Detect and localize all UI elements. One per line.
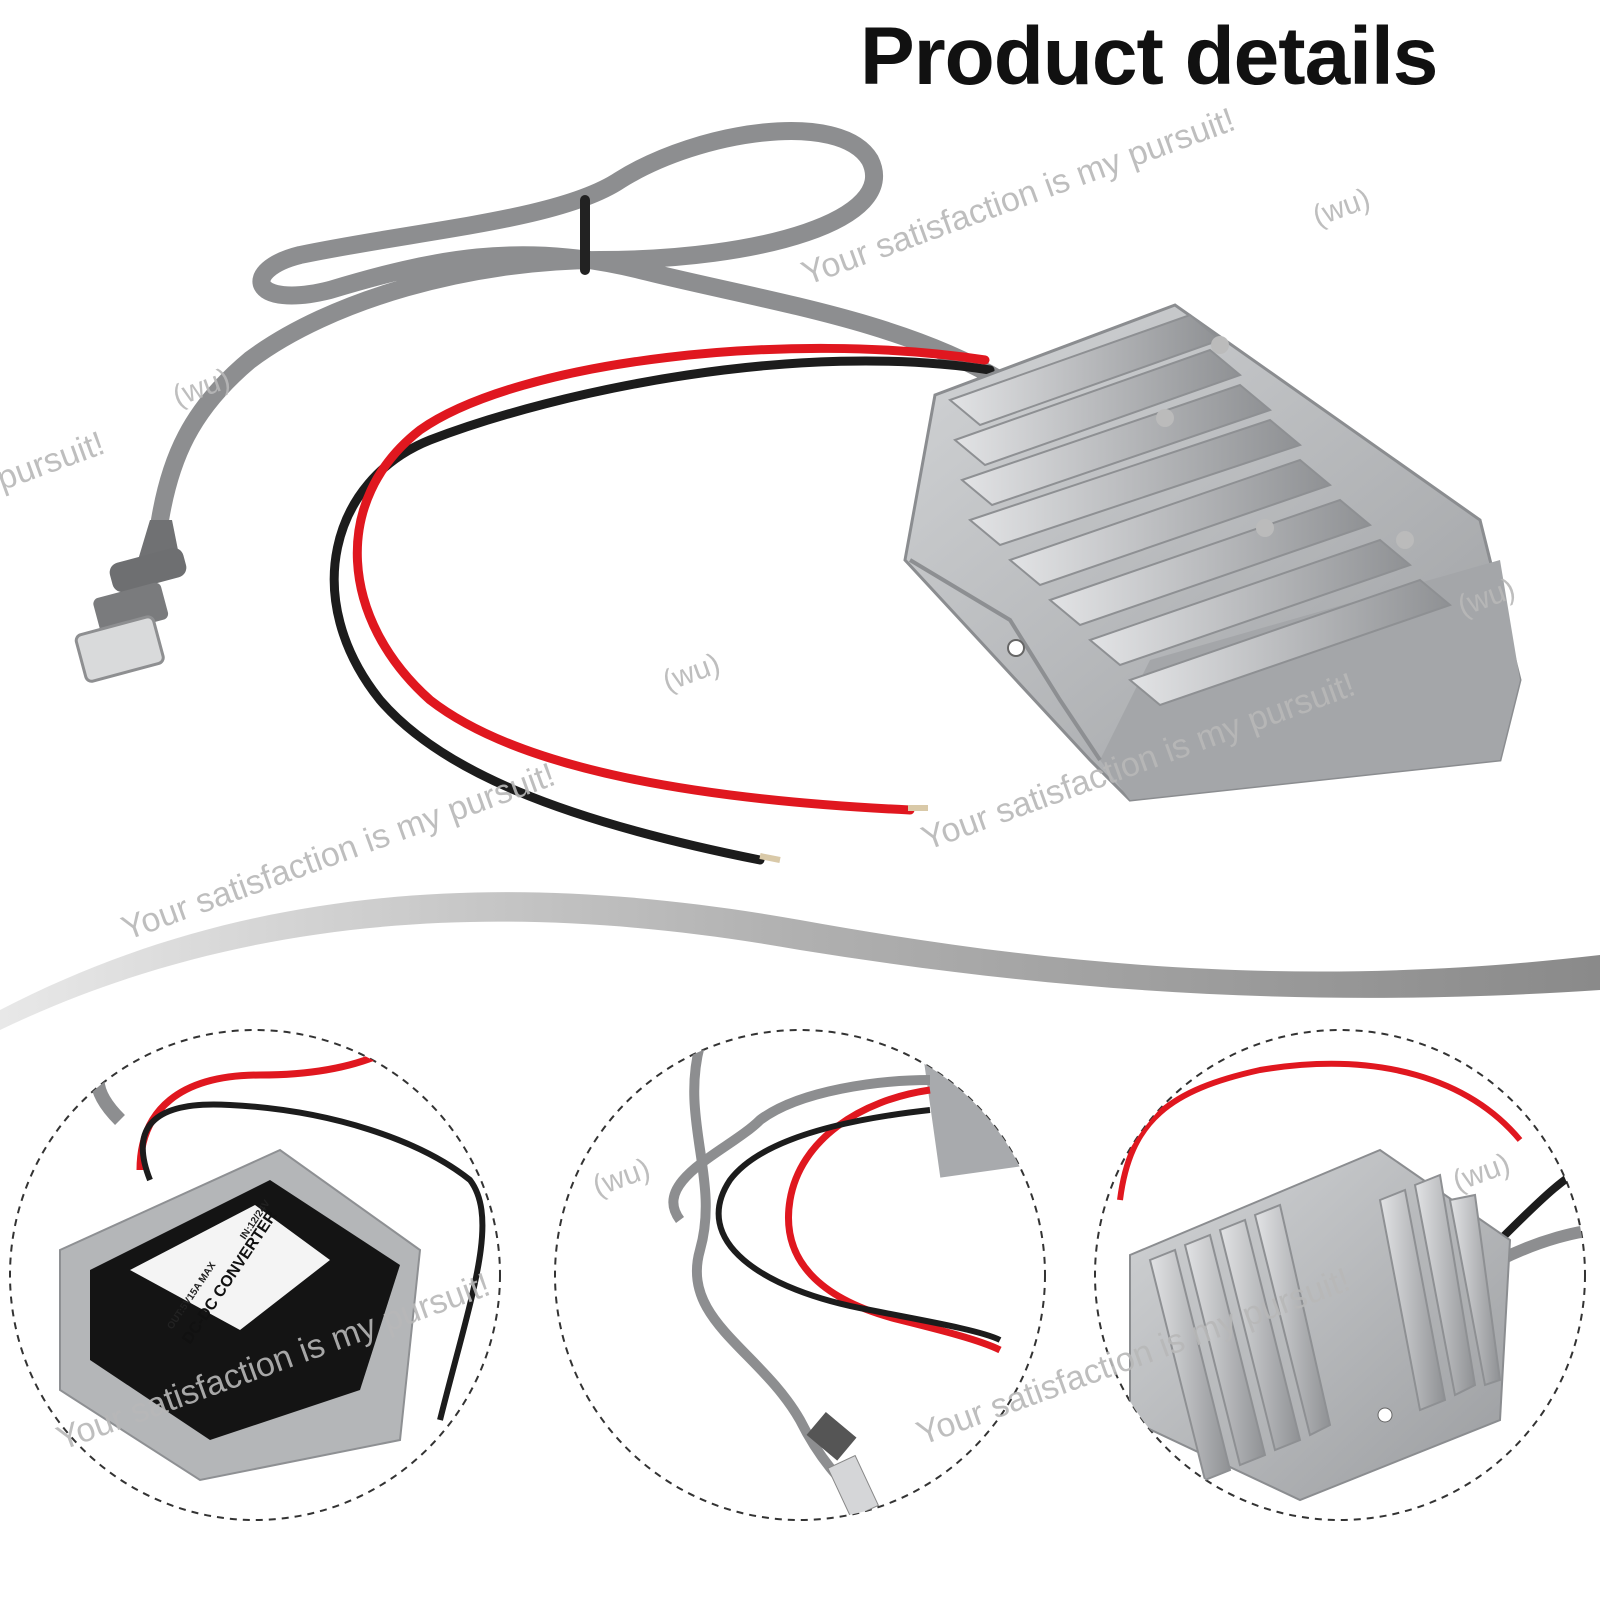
cable-tie — [580, 195, 590, 275]
dc-plug — [74, 520, 187, 683]
grey-cable — [151, 122, 1009, 529]
red-wire — [352, 343, 990, 815]
detail-label-view — [59, 1034, 486, 1482]
heatsink-fins — [948, 313, 1453, 707]
black-wire — [329, 356, 995, 865]
detail-circle-2 — [554, 1029, 1046, 1521]
detail-heatsink-view — [1117, 1060, 1585, 1502]
swoosh-divider — [0, 892, 1600, 1030]
page-title: Product details — [860, 11, 1438, 102]
